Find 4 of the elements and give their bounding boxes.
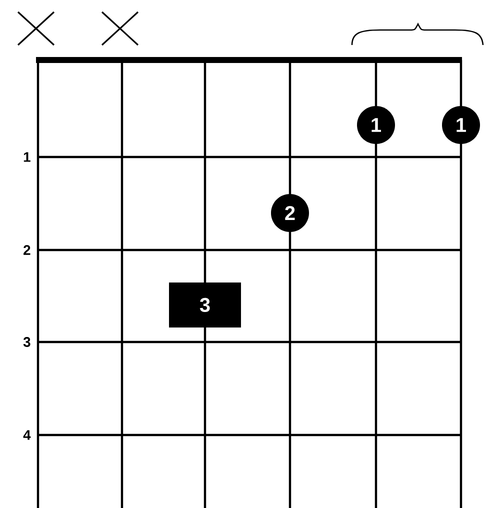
- fret-number: 1: [24, 152, 30, 162]
- fret-number: 2: [24, 245, 30, 255]
- fret-number: 3: [23, 337, 30, 347]
- fret-number: 4: [23, 430, 31, 440]
